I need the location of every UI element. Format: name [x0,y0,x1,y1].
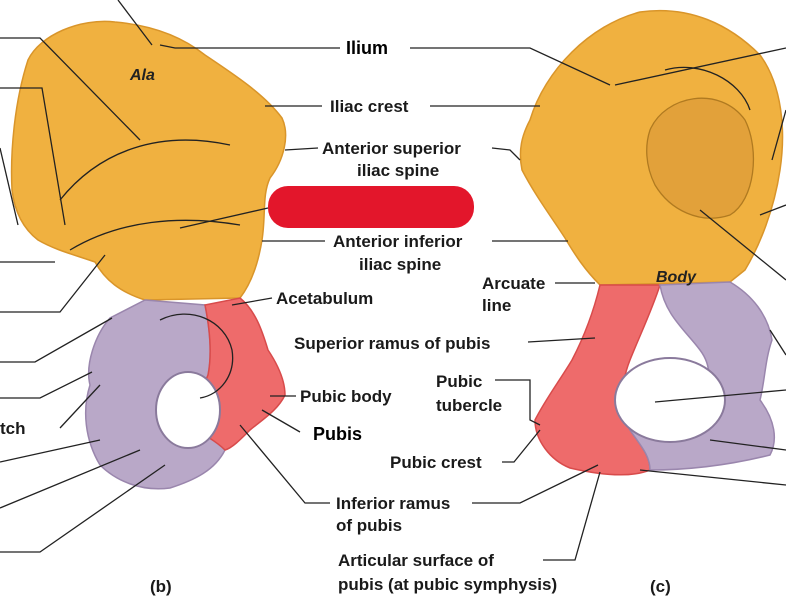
line-pubic-crest [502,429,541,463]
line-right-4 [699,209,786,281]
acetabulum-rim-b [159,313,234,399]
line-right-7 [709,439,786,451]
line-pubic-tubercle [495,379,541,426]
label-inferior-ramus-1: Inferior ramus [336,494,450,513]
line-articular [543,471,601,561]
label-ant-sup-1: Anterior superior [322,139,461,158]
redaction-bar [268,186,474,228]
line-right-6 [654,389,786,403]
line-inferior-ramus-right [472,464,599,504]
label-ant-inf-1: Anterior inferior [333,232,463,251]
label-pubic-tubercle-1: Pubic [436,372,482,391]
iliac-fossa-ridges-c [664,66,751,111]
line-left-3 [0,147,19,226]
line-right-5 [769,329,786,356]
line-redacted [179,207,269,229]
leader-lines [0,0,786,561]
label-ilium: Ilium [346,38,388,58]
label-partial-left: tch [0,419,26,438]
label-iliac-crest: Iliac crest [330,97,409,116]
label-pubic-crest: Pubic crest [390,453,482,472]
label-acetabulum: Acetabulum [276,289,373,308]
labels: Ilium Iliac crest Anterior superior ilia… [0,38,697,596]
label-body: Body [656,269,697,286]
line-top-left [117,0,153,46]
line-left-8 [59,384,101,429]
label-articular-2: pubis (at pubic symphysis) [338,575,557,594]
line-ant-sup-right [491,147,521,161]
label-ala: Ala [129,67,155,84]
line-left-1 [0,37,141,141]
hip-bone-lateral-view [10,20,287,490]
line-right-1 [614,47,786,86]
label-view-b: (b) [150,577,172,596]
label-pubic-tubercle-2: tubercle [436,396,502,415]
label-pubic-body: Pubic body [300,387,392,406]
obturator-foramen-b [155,371,221,449]
label-inferior-ramus-2: of pubis [336,516,402,535]
ilium-ridge2-b [69,219,241,251]
line-superior-ramus [527,337,596,343]
label-articular-1: Articular surface of [338,551,494,570]
line-right-2 [771,109,786,161]
line-ilium-right [410,47,611,86]
line-ant-sup-left [284,147,319,151]
line-left-9 [0,439,101,463]
line-right-3 [759,204,786,216]
ilium-region-b [10,20,287,301]
pubis-region-c [534,284,662,476]
line-acetabulum [231,297,273,306]
line-left-7 [0,371,93,399]
label-arcuate-2: line [482,296,511,315]
label-view-c: (c) [650,577,671,596]
ilium-ridge-b [59,139,231,201]
line-left-2 [0,87,66,226]
label-arcuate-1: Arcuate [482,274,545,293]
auricular-surface-c [646,97,755,219]
line-left-5 [0,254,106,313]
hip-bone-medial-view [519,9,784,476]
label-superior-ramus: Superior ramus of pubis [294,334,490,353]
label-ant-sup-2: iliac spine [357,161,439,180]
label-ant-inf-2: iliac spine [359,255,441,274]
line-right-8 [639,469,786,486]
label-pubis: Pubis [313,424,362,444]
line-left-11 [0,464,166,553]
line-inferior-ramus-left [239,424,330,504]
line-left-10 [0,449,141,509]
line-pubis [261,409,301,433]
line-left-6 [0,317,113,363]
line-ilium-left [159,44,340,49]
